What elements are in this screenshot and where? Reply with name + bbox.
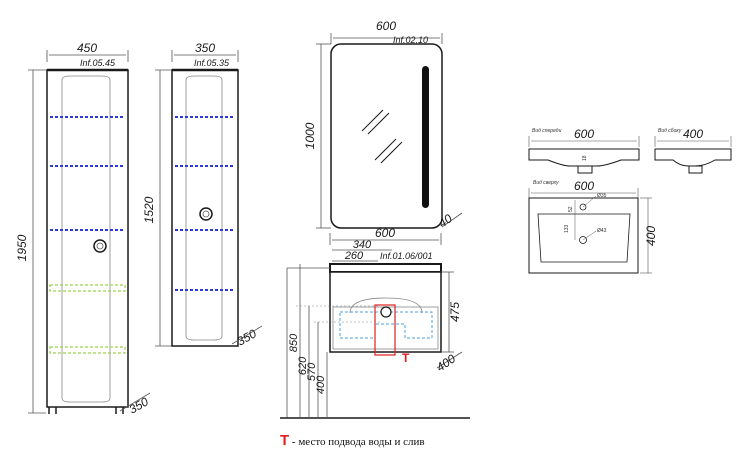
height-label: 1000	[303, 122, 317, 149]
reflection-mark	[367, 112, 390, 135]
dimension-mark: 52	[568, 206, 574, 212]
reflection-mark	[374, 138, 397, 161]
basin-profile	[528, 148, 640, 167]
dimension-line	[119, 392, 151, 412]
basin-outline	[528, 197, 639, 274]
width-label: 600	[574, 179, 594, 193]
width-label: 450	[77, 41, 97, 55]
view-label: Вид спереди	[532, 128, 562, 134]
depth-mark: 18	[582, 155, 588, 161]
dimension-mark: Ø35	[597, 193, 607, 199]
drawer-cutout	[339, 311, 433, 339]
basin-front-view: Вид спереди 600 18	[528, 127, 640, 174]
vanity-unit: 600 340 260 Inf.01.06/001 Т 475 400 850 …	[280, 226, 470, 419]
height-label: 1950	[15, 234, 29, 261]
supply-marker: Т	[402, 351, 410, 365]
dimension-mark: Ø43	[597, 228, 607, 234]
pencil-case-large: 450 Inf.05.45 1950 350	[15, 41, 151, 417]
depth-label: 350	[127, 394, 152, 416]
drain-outlet	[688, 165, 703, 174]
level-label: 570	[306, 362, 318, 381]
legend-text: - место подвода воды и слив	[289, 436, 425, 448]
level-label: 400	[315, 375, 327, 394]
reflection-mark	[380, 141, 403, 164]
reflection-mark	[361, 109, 384, 132]
product-code: Inf.05.35	[194, 58, 230, 68]
dimension-line	[231, 325, 263, 345]
drawer	[49, 284, 126, 292]
water-supply-zone	[374, 304, 396, 356]
height-label: 475	[448, 302, 462, 322]
led-strip	[422, 66, 429, 208]
door-outline	[185, 75, 223, 341]
depth-label: 400	[644, 226, 658, 246]
product-code: Inf.01.06/001	[380, 251, 433, 261]
view-label: Вид сверху	[533, 180, 559, 186]
bowl-outline	[537, 213, 631, 263]
level-label: 620	[297, 356, 309, 375]
basin-top-view: Вид сверху 600 52 133 Ø35 Ø43 400	[528, 179, 658, 274]
siphon	[349, 297, 423, 314]
dimension-line	[436, 351, 463, 369]
mirror-frame	[330, 43, 443, 229]
legend: Т - место подвода воды и слив	[280, 432, 425, 449]
pencil-case-small: 350 Inf.05.35 1520 350	[142, 41, 263, 349]
basin-top	[329, 263, 442, 273]
width-label: 600	[376, 19, 396, 33]
drain-outlet	[577, 165, 593, 174]
width-label: 600	[375, 226, 395, 240]
mirror: 600 Inf.02.10 1000 40	[303, 19, 463, 230]
product-code: Inf.02.10	[393, 35, 428, 45]
product-code: Inf.05.45	[80, 58, 116, 68]
inner-width-label: 340	[353, 239, 372, 251]
height-label: 1520	[142, 196, 156, 223]
width-label: 400	[683, 127, 703, 141]
width-label: 600	[574, 127, 594, 141]
offset-width-label: 260	[344, 250, 364, 262]
basin-profile	[654, 148, 732, 167]
level-label: 850	[288, 333, 300, 352]
view-label: Вид сбоку	[658, 128, 682, 134]
dimension-mark: 133	[564, 224, 570, 233]
drain-icon	[380, 306, 392, 318]
legend-mark: Т	[280, 432, 290, 449]
dimension-line	[441, 212, 463, 228]
door-outline	[61, 75, 111, 403]
width-label: 350	[195, 41, 215, 55]
basin-side-view: Вид сбоку 400	[654, 127, 732, 174]
depth-label: 400	[434, 351, 459, 374]
drawer	[49, 346, 126, 354]
cabinet-body	[46, 69, 129, 408]
